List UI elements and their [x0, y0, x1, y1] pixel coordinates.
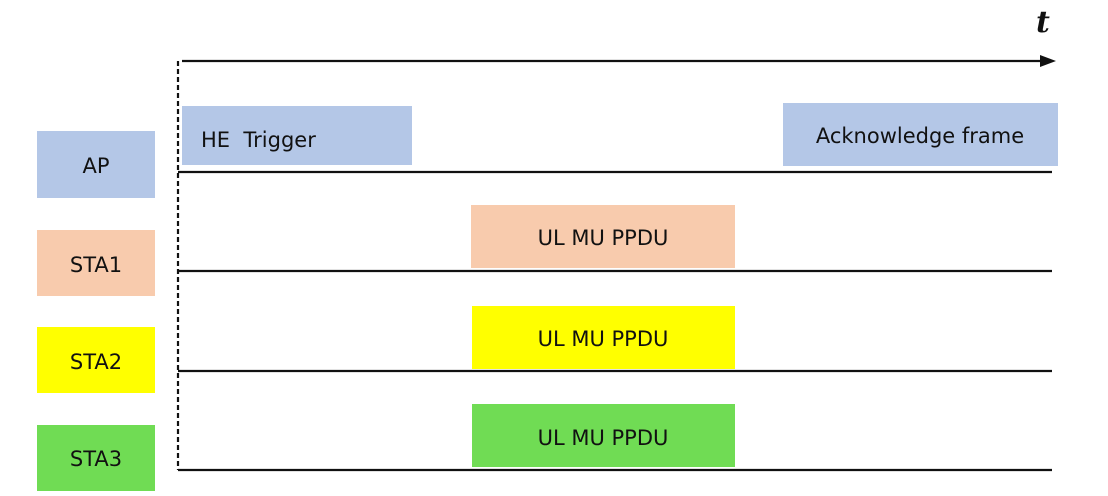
frame-acknowledge-box [783, 103, 1058, 166]
frame-ul-mu-ppdu-sta3: UL MU PPDU [472, 404, 735, 467]
frame-ul-mu-ppdu-sta3-box [472, 404, 735, 467]
frame-ul-mu-ppdu-sta3-text: UL MU PPDU [538, 426, 669, 450]
row-label-sta3-text: STA3 [70, 447, 122, 471]
frame-he-trigger-text: HE Trigger [201, 128, 316, 152]
frame-acknowledge-text: Acknowledge frame [816, 124, 1024, 148]
row-label-sta2-box [37, 327, 155, 393]
time-axis-arrowhead [1040, 55, 1056, 67]
row-label-sta1: STA1 [37, 230, 155, 296]
row-label-sta3: STA3 [37, 425, 155, 491]
row-label-ap: AP [37, 131, 155, 198]
time-axis-label: t [1036, 5, 1050, 40]
frame-ul-mu-ppdu-sta1-text: UL MU PPDU [538, 226, 669, 250]
row-label-sta1-text: STA1 [70, 253, 122, 277]
frame-ul-mu-ppdu-sta2: UL MU PPDU [472, 306, 735, 369]
frame-ul-mu-ppdu-sta2-box [472, 306, 735, 369]
frame-he-trigger: HE Trigger [182, 106, 412, 165]
frame-ul-mu-ppdu-sta1-box [471, 205, 735, 268]
row-label-sta2-text: STA2 [70, 350, 122, 374]
row-label-ap-text: AP [82, 154, 109, 178]
frame-acknowledge: Acknowledge frame [783, 103, 1058, 166]
row-label-sta1-box [37, 230, 155, 296]
frame-he-trigger-box [182, 106, 412, 165]
row-label-ap-box [37, 131, 155, 198]
row-label-sta2: STA2 [37, 327, 155, 393]
row-label-sta3-box [37, 425, 155, 491]
frame-ul-mu-ppdu-sta2-text: UL MU PPDU [538, 327, 669, 351]
frame-ul-mu-ppdu-sta1: UL MU PPDU [471, 205, 735, 268]
